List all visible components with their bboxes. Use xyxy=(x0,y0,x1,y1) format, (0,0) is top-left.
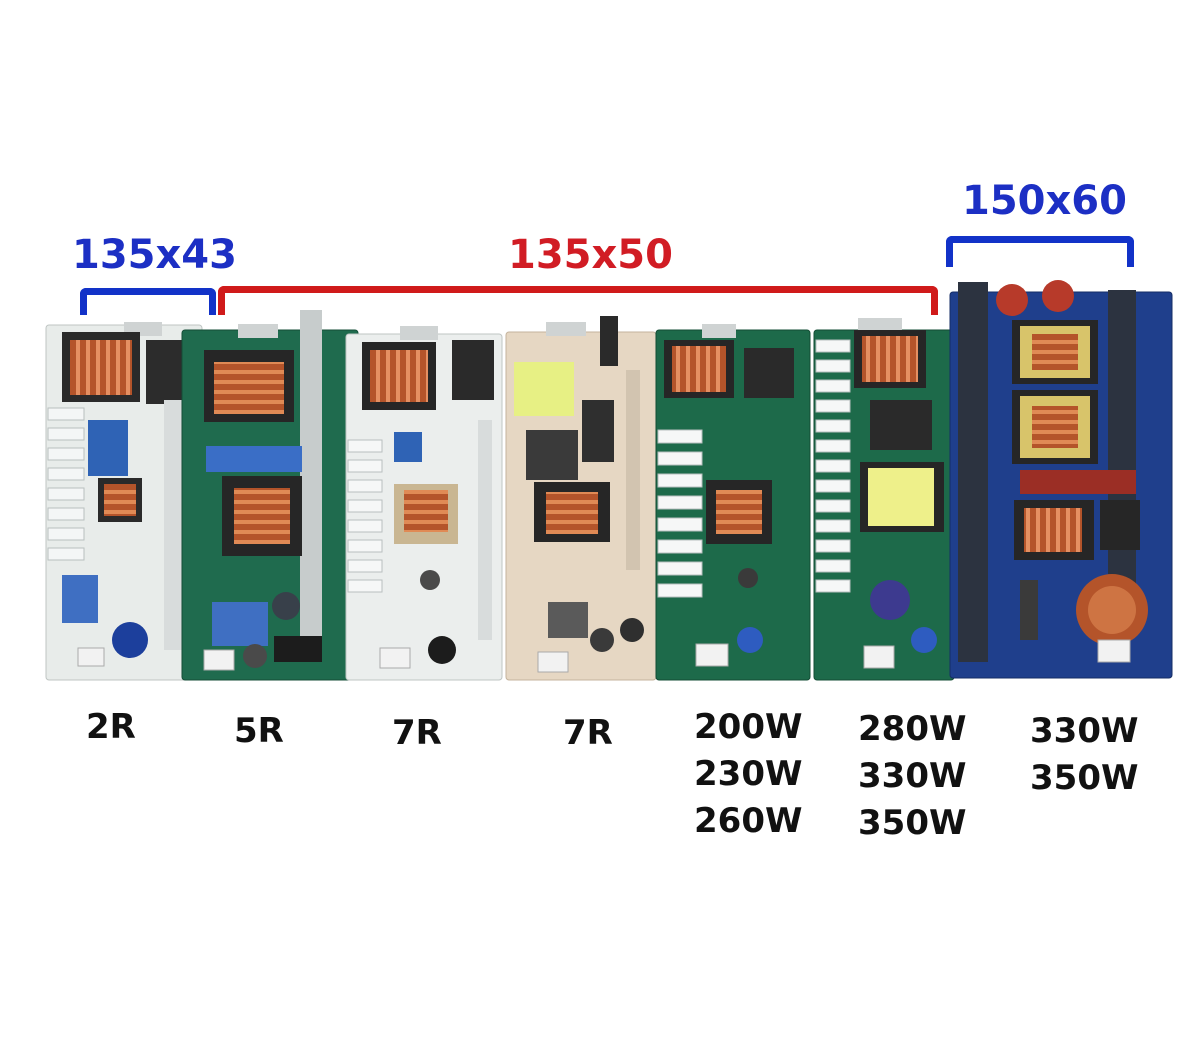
board-200w xyxy=(655,324,811,681)
board-2r xyxy=(45,322,203,681)
board-7r-b xyxy=(505,316,657,681)
size-label-135x43: 135x43 xyxy=(72,232,237,278)
model-line: 7R xyxy=(563,713,613,753)
model-line: 260W xyxy=(694,801,803,841)
model-line: 230W xyxy=(694,754,803,794)
model-line: 350W xyxy=(1030,758,1139,798)
board-280w xyxy=(813,318,955,681)
model-line: 330W xyxy=(858,756,967,796)
bracket-150x60 xyxy=(946,236,1134,267)
model-line: 7R xyxy=(392,713,442,753)
model-label-7r-a: 7R xyxy=(392,710,442,757)
board-5r xyxy=(181,310,359,681)
model-line: 200W xyxy=(694,707,803,747)
model-line: 330W xyxy=(1030,711,1139,751)
model-label-7r-b: 7R xyxy=(563,710,613,757)
bracket-135x50 xyxy=(218,286,938,315)
model-label-2r: 2R xyxy=(86,704,136,751)
model-label-280w: 280W 330W 350W xyxy=(858,706,966,847)
model-line: 350W xyxy=(858,803,967,843)
model-line: 5R xyxy=(234,711,284,751)
size-label-135x50: 135x50 xyxy=(508,232,673,278)
board-7r-a xyxy=(345,326,503,681)
size-label-150x60: 150x60 xyxy=(962,178,1127,224)
model-line: 280W xyxy=(858,709,967,749)
model-line: 2R xyxy=(86,707,136,747)
board-330w xyxy=(949,280,1173,679)
model-label-330w: 330W 350W xyxy=(1030,708,1138,802)
model-label-5r: 5R xyxy=(234,708,284,755)
bracket-135x43 xyxy=(80,288,216,315)
model-label-200w: 200W 230W 260W xyxy=(694,704,802,845)
ballast-boards-photo xyxy=(45,280,1173,681)
